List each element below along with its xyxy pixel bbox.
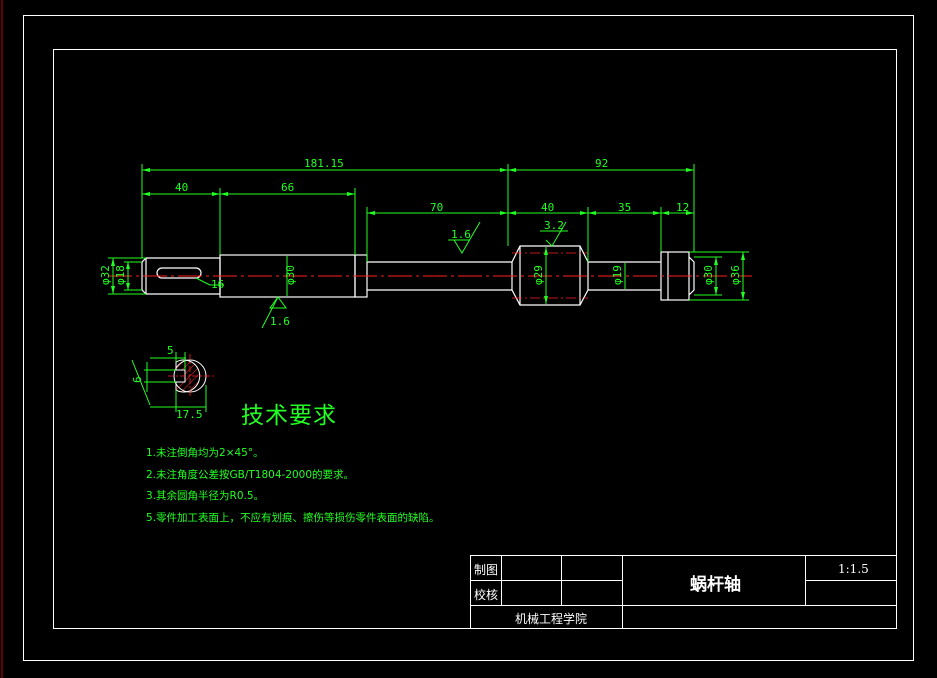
rough-1-6-a: 1.6 — [451, 228, 471, 241]
tech-requirement-item: 5.零件加工表面上，不应有划痕、擦伤等损伤零件表面的缺陷。 — [146, 511, 440, 524]
shaft-outline — [141, 245, 695, 306]
section-dim-17-5: 17.5 — [176, 408, 203, 421]
dim-len-66: 66 — [281, 181, 294, 194]
tech-requirement-item: 1.未注倒角均为2×45°。 — [146, 447, 264, 459]
dim-overall-right: 92 — [595, 157, 608, 170]
dim-dia-32: φ32 — [99, 265, 112, 285]
title-block — [470, 555, 897, 629]
school-name: 机械工程学院 — [515, 612, 588, 626]
dimension-text: 181.15 92 40 66 70 40 35 12 16 1.6 3.2 1… — [99, 157, 742, 328]
dim-len-40-b: 40 — [541, 201, 554, 214]
tech-requirements-title: 技术要求 — [241, 403, 337, 429]
drawn-by-label: 制图 — [474, 563, 499, 577]
rough-3-2: 3.2 — [544, 219, 564, 232]
rough-1-6-b: 1.6 — [270, 315, 290, 328]
dimension-arrows — [111, 168, 745, 304]
dim-dia-30-b: φ30 — [702, 265, 715, 285]
inner-frame — [53, 49, 897, 629]
dim-len-70: 70 — [430, 201, 443, 214]
section-dim-5: 5 — [167, 344, 174, 357]
tech-requirements-list: 1.未注倒角均为2×45°。 2.未注角度公差按GB/T1804-2000的要求… — [146, 446, 440, 532]
checked-by-label: 校核 — [474, 588, 499, 602]
keyway-section-view: 5 6 17.5 — [131, 344, 214, 421]
outer-frame — [23, 15, 914, 661]
dim-dia-18: φ18 — [114, 265, 127, 285]
dim-dia-30-a: φ30 — [284, 265, 297, 285]
dimension-lines — [108, 164, 749, 329]
dim-len-40-a: 40 — [175, 181, 188, 194]
tech-requirement-item: 3.其余圆角半径为R0.5。 — [146, 490, 265, 502]
dim-len-12: 12 — [676, 201, 689, 214]
dim-dia-36: φ36 — [729, 265, 742, 285]
dim-dia-19: φ19 — [611, 265, 624, 285]
scale-value: 1:1.5 — [838, 562, 869, 576]
dim-overall-left: 181.15 — [304, 157, 344, 170]
dim-dia-29: φ29 — [532, 265, 545, 285]
section-dim-6: 6 — [131, 376, 144, 383]
tech-requirement-item: 2.未注角度公差按GB/T1804-2000的要求。 — [146, 468, 355, 481]
dim-len-35: 35 — [618, 201, 631, 214]
part-name: 蜗杆轴 — [690, 575, 741, 595]
dim-keyway-16: 16 — [211, 278, 224, 291]
